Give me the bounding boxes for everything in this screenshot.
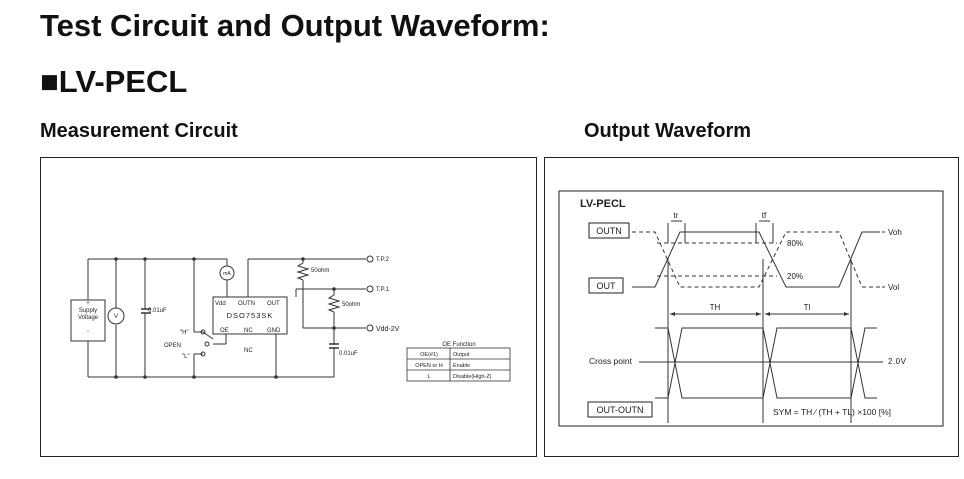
tp2-label: T.P.2 bbox=[376, 257, 390, 263]
oe-table-cell: Output bbox=[453, 352, 470, 358]
outn-label: OUTN bbox=[596, 226, 622, 236]
vol-label: Vol bbox=[888, 283, 899, 292]
diff-label-box bbox=[587, 401, 653, 418]
section-title: ■LV-PECL bbox=[40, 64, 188, 99]
oe-table-title: OE Function bbox=[442, 342, 475, 348]
out-label-box bbox=[588, 277, 624, 294]
supply-box bbox=[70, 299, 106, 342]
supply-minus: - bbox=[87, 329, 89, 335]
level-20-label: 20% bbox=[787, 272, 803, 281]
ammeter-icon bbox=[219, 265, 235, 281]
pin-oe: OE bbox=[220, 328, 229, 334]
r2-label: 50ohm bbox=[342, 302, 360, 308]
measurement-circuit-diagram: + Supply Voltage - V mA 0.01uF 0.01uF Vd… bbox=[70, 255, 511, 382]
waveform-panel: LV-PECL OUTN OUT OUT-OUTN tr tf 80% 20% … bbox=[544, 157, 959, 457]
pin-nc2: NC bbox=[244, 348, 253, 354]
cap1-label: 0.01uF bbox=[148, 308, 167, 314]
oe-function-table: OE Function OE(#1) Output OPEN or H Enab… bbox=[406, 342, 511, 382]
chip-body bbox=[212, 296, 288, 335]
sym-formula: SYM = TH ∕ (TH + TL) ×100 [%] bbox=[773, 407, 891, 417]
vdd-2v-label: Vdd-2V bbox=[376, 326, 400, 333]
supply-label-1: Supply bbox=[79, 308, 97, 314]
waveform-type-label: LV-PECL bbox=[580, 198, 626, 210]
r1-label: 50ohm bbox=[311, 268, 329, 274]
waveform-heading: Output Waveform bbox=[584, 120, 752, 142]
voltmeter-icon bbox=[107, 307, 125, 325]
switch-open-label: OPEN bbox=[164, 343, 181, 349]
output-waveform-diagram: LV-PECL OUTN OUT OUT-OUTN tr tf 80% 20% … bbox=[558, 190, 944, 427]
oe-table-cell: Disable(High-Z) bbox=[453, 374, 492, 380]
supply-label-2: Voltage bbox=[78, 315, 99, 321]
voltmeter-label: V bbox=[114, 314, 118, 320]
th-label: TH bbox=[710, 303, 721, 312]
tp1-terminal bbox=[366, 285, 374, 293]
switch-h-label: "H" bbox=[180, 330, 189, 336]
oe-table-cell: L bbox=[427, 374, 430, 380]
ammeter-label: mA bbox=[223, 271, 231, 277]
pin-outn: OUTN bbox=[238, 301, 255, 307]
pin-nc1: NC bbox=[244, 328, 253, 334]
oe-table-cell: Enable bbox=[453, 363, 470, 369]
oe-table-cell: OE(#1) bbox=[420, 352, 438, 358]
cross-voltage-label: 2.0V bbox=[888, 357, 907, 366]
diff-label: OUT-OUTN bbox=[597, 405, 644, 415]
cap2-label: 0.01uF bbox=[339, 351, 358, 357]
tp2-terminal bbox=[366, 255, 374, 263]
circuit-panel: + Supply Voltage - V mA 0.01uF 0.01uF Vd… bbox=[40, 157, 537, 457]
cross-point-label: Cross point bbox=[589, 356, 633, 366]
level-80-label: 80% bbox=[787, 239, 803, 248]
supply-plus: + bbox=[86, 301, 90, 307]
vdd-2v-terminal bbox=[366, 324, 374, 332]
chip-name: DSO753SK bbox=[227, 311, 274, 320]
tp1-label: T.P.1 bbox=[376, 287, 390, 293]
oe-table-cell: OPEN or H bbox=[415, 363, 443, 369]
pin-gnd: GND bbox=[267, 328, 281, 334]
out-label: OUT bbox=[597, 281, 617, 291]
page-title: Test Circuit and Output Waveform: bbox=[40, 8, 550, 43]
tl-label: Tl bbox=[804, 303, 811, 312]
pin-out: OUT bbox=[267, 301, 280, 307]
circuit-heading: Measurement Circuit bbox=[40, 120, 238, 142]
outn-label-box bbox=[588, 222, 630, 239]
tr-label: tr bbox=[674, 211, 679, 220]
tf-label: tf bbox=[762, 211, 767, 220]
switch-l-label: "L" bbox=[182, 354, 190, 360]
voh-label: Voh bbox=[888, 228, 902, 237]
pin-vdd: Vdd bbox=[215, 301, 226, 307]
